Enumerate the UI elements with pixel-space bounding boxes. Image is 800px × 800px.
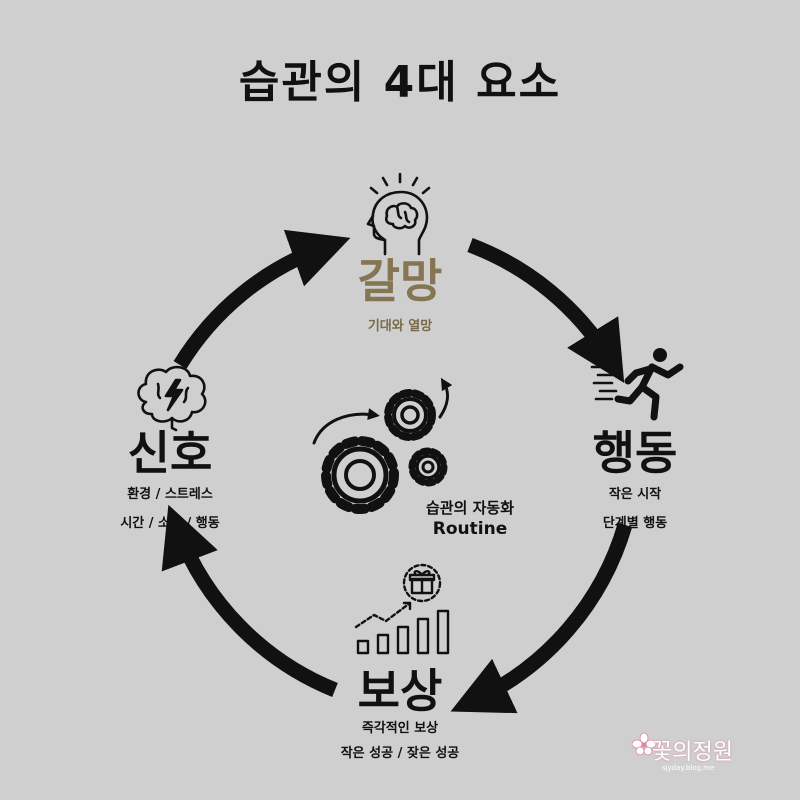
arrow-reward-to-cue <box>161 504 338 697</box>
cue-title: 신호 <box>127 426 213 480</box>
response-title: 행동 <box>592 426 678 480</box>
gift-growth-chart-icon <box>354 563 450 655</box>
page-title: 습관의 4대 요소 <box>238 57 562 108</box>
watermark-text: 꽃의정원 <box>652 740 733 765</box>
craving-title: 갈망 <box>357 254 443 308</box>
node-cue: 신호 환경 / 스트레스 시간 / 소리 / 행동 <box>90 430 250 534</box>
running-person-icon <box>590 348 684 421</box>
response-desc-2: 단계별 행동 <box>602 515 668 531</box>
reward-title: 보상 <box>357 664 443 718</box>
watermark-sub: sjyday.blog.me <box>662 764 715 772</box>
cue-desc-1: 환경 / 스트레스 <box>127 487 213 502</box>
watermark: 꽃의정원 sjyday.blog.me <box>631 728 792 778</box>
gears-icon <box>312 377 453 514</box>
arrow-response-to-reward <box>450 522 633 714</box>
node-reward: 보상 즉각적인 보상 작은 성공 / 잦은 성공 <box>310 668 490 764</box>
brain-head-icon <box>366 172 431 256</box>
arrow-cue-to-craving <box>173 229 351 369</box>
stressed-brain-icon <box>137 365 207 432</box>
center-line-2: Routine <box>432 519 508 540</box>
flower-icon <box>631 732 657 756</box>
craving-desc: 기대와 열망 <box>367 319 433 334</box>
center-line-1: 습관의 자동화 <box>425 499 515 517</box>
center-label: 습관의 자동화 Routine <box>390 498 550 541</box>
arrow-craving-to-response <box>467 237 625 383</box>
reward-desc-2: 작은 성공 / 잦은 성공 <box>340 745 460 761</box>
cue-desc-2: 시간 / 소리 / 행동 <box>120 515 220 531</box>
reward-desc-1: 즉각적인 보상 <box>361 721 439 736</box>
node-response: 행동 작은 시작 단계별 행동 <box>560 430 710 534</box>
node-craving: 갈망 기대와 열망 <box>300 258 500 337</box>
response-desc-1: 작은 시작 <box>608 487 662 502</box>
